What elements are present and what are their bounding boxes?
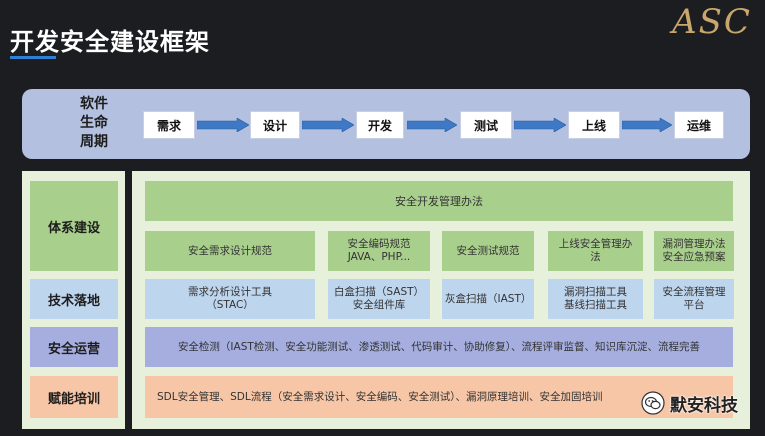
page-title: 开发安全建设框架 (10, 28, 210, 56)
cell-text: 基线扫描工具 (564, 299, 627, 311)
cell-text: 安全开发管理办法 (395, 194, 483, 208)
cell-text: 安全检测（IAST检测、安全功能测试、渗透测试、代码审计、协助修复）、流程评审监… (177, 340, 701, 353)
cell-text: 上线安全管理办 (558, 238, 633, 250)
row-labels-column: 体系建设 技术落地 安全运营 赋能培训 (22, 171, 125, 429)
right-arrow-icon (514, 118, 566, 132)
cell-launch-security-management: 上线安全管理办 法 (548, 231, 643, 271)
lifecycle-label-line-3: 周期 (80, 134, 108, 150)
cell-process-platform: 安全流程管理 平台 (654, 279, 734, 319)
cell-requirement-design-spec: 安全需求设计规范 (145, 231, 315, 271)
cell-training: SDL安全管理、SDL流程（安全需求设计、安全编码、安全测试）、漏洞原理培训、安… (145, 376, 733, 418)
cell-text: 安全应急预案 (662, 251, 726, 263)
cell-vuln-management: 漏洞管理办法 安全应急预案 (654, 231, 734, 271)
right-arrow-icon (197, 118, 249, 132)
cell-security-operations: 安全检测（IAST检测、安全功能测试、渗透测试、代码审计、协助修复）、流程评审监… (145, 327, 733, 367)
title-underline (10, 56, 56, 59)
row-label-tech: 技术落地 (30, 279, 118, 319)
framework-panel: 安全开发管理办法 安全需求设计规范 安全编码规范 JAVA、PHP... 安全测… (132, 171, 750, 429)
cell-vuln-scan-tools: 漏洞扫描工具 基线扫描工具 (548, 279, 643, 319)
cell-requirement-analysis-tool: 需求分析设计工具 （STAC） (145, 279, 315, 319)
lifecycle-band: 软件 生命 周期 需求 设计 开发 测试 上线 运维 (22, 89, 750, 159)
cell-white-box-scan: 白盒扫描（SAST） 安全组件库 (328, 279, 430, 319)
cell-gray-box-scan: 灰盒扫描（IAST） (442, 279, 534, 319)
cell-text: 安全流程管理 (662, 286, 726, 298)
row-label-ops: 安全运营 (30, 327, 118, 367)
cell-text: 法 (590, 251, 601, 263)
stage-design: 设计 (250, 111, 300, 139)
stage-launch: 上线 (568, 111, 620, 139)
cell-text: 需求分析设计工具 (188, 286, 272, 298)
cell-text: 安全测试规范 (456, 244, 520, 257)
right-arrow-icon (622, 118, 672, 132)
stage-development: 开发 (356, 111, 404, 139)
right-arrow-icon (302, 118, 354, 132)
asc-logo: ASC (662, 0, 762, 44)
lifecycle-label: 软件 生命 周期 (74, 95, 114, 152)
cell-text: 漏洞扫描工具 (564, 286, 627, 298)
lifecycle-label-line-2: 生命 (80, 115, 108, 131)
row-label-system: 体系建设 (30, 181, 118, 271)
cell-security-testing-spec: 安全测试规范 (442, 231, 534, 271)
cell-text: SDL安全管理、SDL流程（安全需求设计、安全编码、安全测试）、漏洞原理培训、安… (157, 390, 603, 403)
cell-security-dev-management: 安全开发管理办法 (145, 181, 733, 221)
row-label-training: 赋能培训 (30, 376, 118, 418)
watermark: 默安科技 (641, 389, 738, 417)
stage-testing: 测试 (460, 111, 512, 139)
logo-text: ASC (672, 2, 752, 42)
cell-text: 安全需求设计规范 (188, 244, 272, 257)
cell-secure-coding-spec: 安全编码规范 JAVA、PHP... (328, 231, 430, 271)
cell-text: 平台 (683, 299, 705, 311)
cell-text: 灰盒扫描（IAST） (445, 292, 532, 305)
cell-text: 安全编码规范 (347, 238, 411, 250)
wechat-icon (641, 391, 665, 415)
cell-text: 白盒扫描（SAST） (333, 286, 425, 298)
watermark-text: 默安科技 (670, 395, 738, 416)
lifecycle-label-line-1: 软件 (80, 96, 108, 112)
cell-text: JAVA、PHP... (347, 251, 411, 263)
right-arrow-icon (407, 118, 457, 132)
stage-operations: 运维 (674, 111, 724, 139)
cell-text: （STAC） (206, 299, 254, 311)
cell-text: 安全组件库 (352, 299, 406, 311)
cell-text: 漏洞管理办法 (662, 238, 726, 250)
stage-requirement: 需求 (143, 111, 195, 139)
